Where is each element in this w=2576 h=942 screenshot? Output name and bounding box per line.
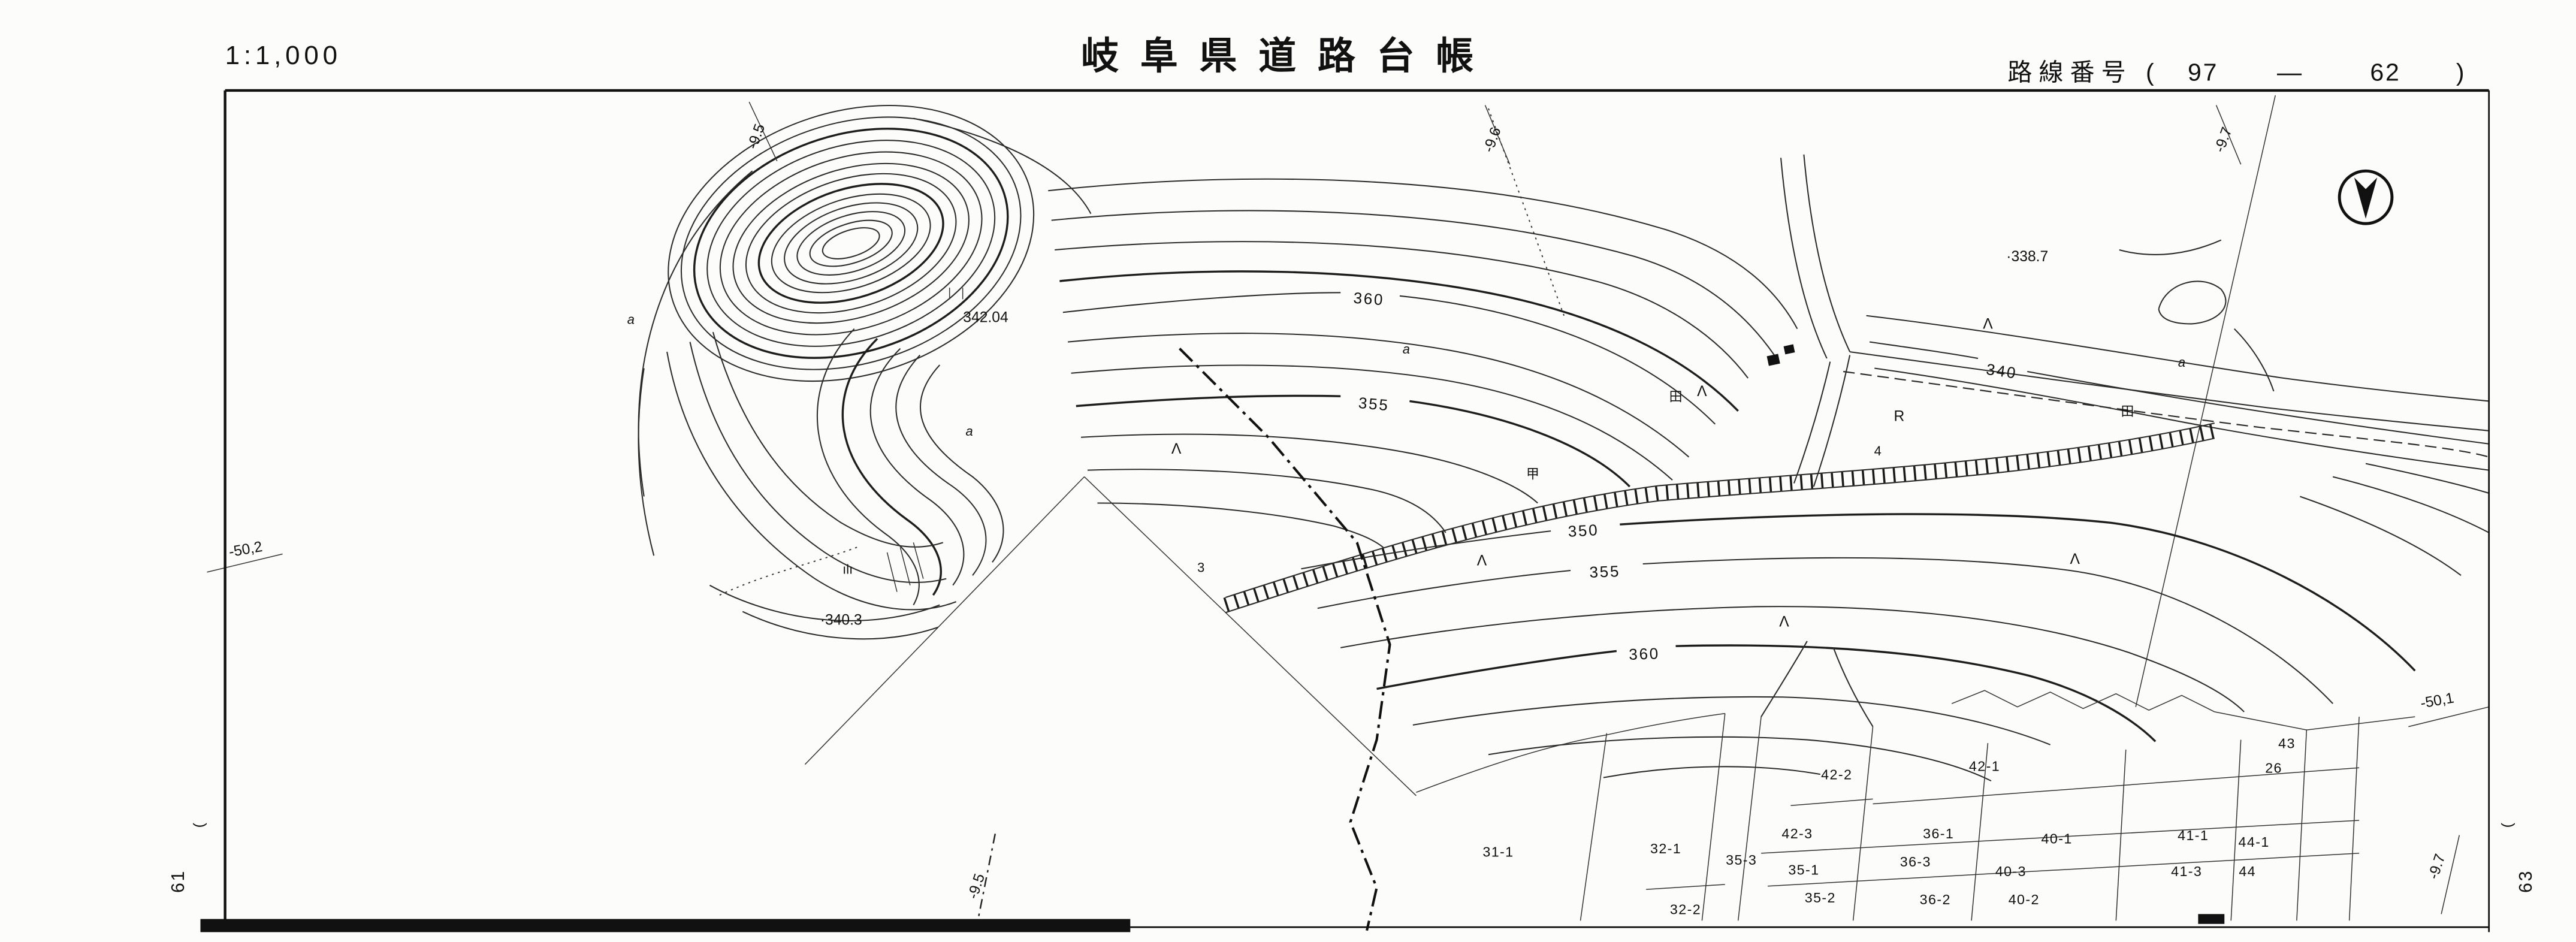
route-number-to: 62	[2370, 58, 2400, 86]
spot-elevation: ·338.7	[2006, 249, 2048, 265]
adjacent-sheet-number: 61	[168, 869, 188, 893]
parcel-number: 40-1	[2042, 831, 2073, 846]
map-title: 岐阜県道路台帳	[1081, 35, 1495, 77]
grid-coordinate-label: -50,1	[2419, 690, 2455, 711]
grid-coordinate-label: -9.7	[2212, 125, 2236, 155]
grid-coordinate-label: -9.6	[1481, 125, 1505, 155]
benchmark-ticks	[949, 288, 964, 300]
map-frame	[200, 89, 2490, 932]
grid-coordinate-label: -9.5	[744, 122, 768, 151]
upper-contour-band	[1048, 178, 1798, 548]
road-point-label: 4	[1874, 443, 1882, 458]
paddy-field-icon: 田	[2121, 404, 2134, 419]
parcel-number: 35-3	[1726, 852, 1757, 868]
north-arrow-icon	[2338, 169, 2394, 225]
adjacent-sheet-paren: (	[191, 822, 207, 828]
municipal-boundary-line	[1179, 348, 1391, 931]
parcel-number: 42-1	[1969, 759, 2000, 774]
conifer-icon: Λ	[1697, 384, 1707, 400]
parcel-number: 36-3	[1900, 854, 1931, 869]
parcel-number: 32-1	[1650, 841, 1681, 856]
contour-label: 355	[1358, 394, 1390, 414]
parcel-number: 36-2	[1920, 892, 1951, 907]
road-edge-north	[1224, 422, 2216, 599]
contour-label: 355	[1589, 562, 1621, 581]
parcel-number: 40-2	[2009, 892, 2040, 907]
blank-wedge	[785, 476, 1417, 931]
east-contours	[1866, 95, 2490, 707]
sheet-header: 1:1,000 岐阜県道路台帳 路線番号 ( 97 — 62 )	[225, 35, 2466, 86]
bottom-edge-mark	[2198, 914, 2225, 924]
map-symbols: Λ Λ Λ Λ Λ Λ 田 田 甲 a a a a ılı	[627, 288, 2185, 630]
adjacent-sheet-number: 63	[2516, 869, 2536, 893]
parcel-number: 36-1	[1923, 826, 1954, 841]
grid-coordinate-label: -9.7	[2426, 852, 2449, 881]
conifer-icon: Λ	[2070, 551, 2080, 567]
tuft-icon: ılı	[842, 561, 853, 576]
valley-contours	[1301, 513, 2416, 782]
contour-label: 350	[1568, 521, 1599, 541]
conifer-icon: Λ	[1779, 614, 1789, 630]
spot-elevation: ·340.3	[820, 612, 862, 629]
parcel-number: 42-2	[1821, 766, 1852, 782]
road-edge-south	[1224, 437, 2216, 614]
road-network	[1224, 351, 2489, 614]
parcel-number: 44-1	[2239, 834, 2270, 850]
grass-icon: a	[2178, 355, 2185, 370]
parcel-number: 26	[2265, 760, 2282, 775]
parcel-number: 32-2	[1670, 901, 1701, 917]
route-number-close: )	[2456, 58, 2466, 86]
scale-label: 1:1,000	[225, 41, 342, 70]
contour-label: 340	[1985, 360, 2018, 382]
conifer-icon: Λ	[1171, 441, 1182, 457]
conifer-icon: Λ	[1477, 553, 1487, 569]
paddy-field-icon: 田	[1669, 389, 1683, 404]
route-number-label: 路線番号 (	[2007, 58, 2160, 86]
hill-contours	[638, 104, 1092, 640]
parcel-number: 31-1	[1482, 844, 1514, 859]
parcel-number: 35-2	[1805, 890, 1836, 905]
spot-elevation: 342.04	[963, 310, 1008, 326]
grid-coordinate-label: -50,2	[228, 539, 264, 560]
parcel-number: 35-1	[1788, 862, 1819, 878]
ravine-lines	[1488, 108, 1851, 359]
contour-label: 360	[1353, 289, 1385, 309]
adjacent-sheet-paren: (	[2499, 822, 2515, 828]
parcel-number: 43	[2278, 735, 2296, 751]
parcel-number: 44	[2239, 864, 2256, 879]
road-point-label: 3	[1197, 560, 1204, 575]
contour-label: 360	[1629, 644, 1660, 663]
sheet-diagonal-line	[2135, 95, 2276, 707]
grass-icon: a	[966, 424, 973, 439]
route-number-from: 97	[2188, 58, 2218, 86]
building-icon	[1783, 344, 1795, 355]
grass-icon: a	[627, 312, 635, 327]
parcel-number: 41-3	[2171, 864, 2202, 879]
field-marker-icon: 甲	[1526, 466, 1539, 481]
parcel-number: 41-1	[2178, 828, 2209, 843]
parcel-number: 40-3	[1995, 864, 2027, 879]
road-point-label: R	[1894, 408, 1905, 424]
conifer-icon: Λ	[1983, 316, 1993, 333]
route-number-dash: —	[2277, 58, 2303, 86]
cadastral-lines	[1416, 690, 2415, 924]
cliff-marks	[886, 542, 924, 592]
building-icon	[1766, 354, 1780, 366]
grass-icon: a	[1403, 342, 1410, 357]
map-labels: 360 355 350 355 360 340 342.04 ·340.3 ·3…	[820, 249, 2296, 917]
parcel-number: 42-3	[1781, 826, 1813, 841]
